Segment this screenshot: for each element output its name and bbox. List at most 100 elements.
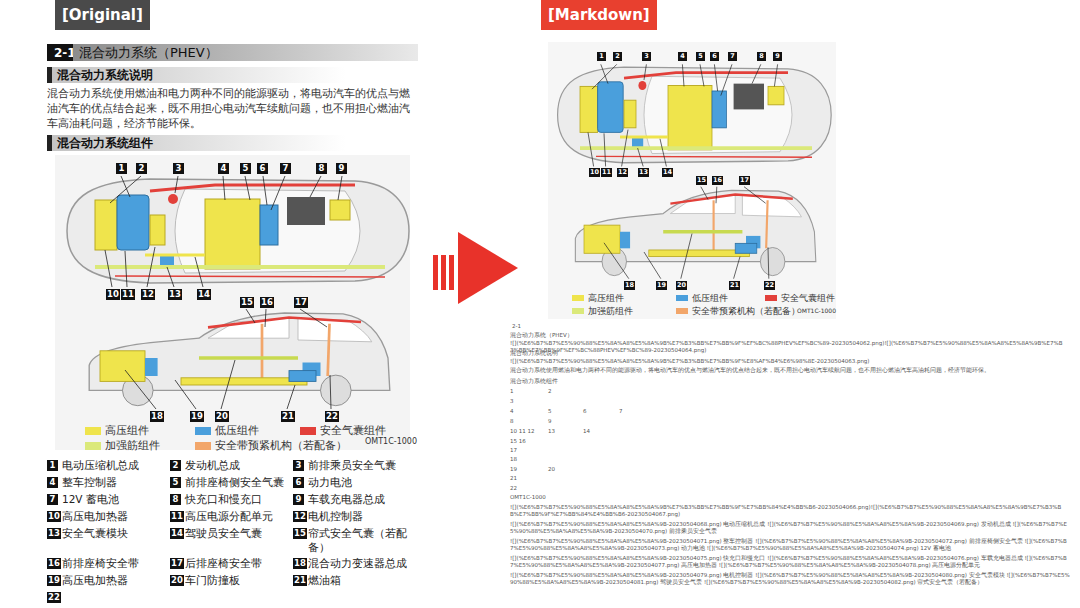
callout-number: 14 bbox=[170, 528, 184, 539]
legend-text: 安全带预紧机构（若配备） bbox=[215, 438, 347, 453]
callout-number: 9 bbox=[293, 494, 304, 505]
markdown-text: 22 bbox=[510, 485, 517, 492]
callout-number: 15 bbox=[240, 297, 254, 308]
legend-text: 高压组件 bbox=[588, 292, 624, 305]
callout-number: 11 bbox=[170, 511, 184, 522]
callout-number: 15 bbox=[696, 176, 707, 185]
markdown-text: 17 bbox=[510, 447, 517, 454]
markdown-text: 19 bbox=[510, 466, 517, 473]
markdown-text: ![](%E6%B7%B7%E5%90%88%E5%8A%A8%E5%8A%9B… bbox=[510, 340, 1070, 354]
part-name: 驾驶员安全气囊 bbox=[185, 526, 290, 540]
callout-number: 21 bbox=[281, 411, 295, 422]
markdown-text: 2-1 bbox=[512, 323, 521, 330]
callout-number: 8 bbox=[170, 494, 181, 505]
callout-number: 13 bbox=[638, 168, 649, 177]
part-name: 高压电加热器 bbox=[62, 509, 167, 523]
markdown-text: 14 bbox=[583, 428, 590, 435]
section-heading: 混合动力系统说明 bbox=[47, 67, 419, 83]
callout-number: 12 bbox=[617, 168, 628, 177]
part-name: 混合动力变速器总成 bbox=[308, 556, 413, 570]
callout-number: 15 bbox=[293, 528, 307, 539]
legend-text: 高压组件 bbox=[105, 423, 149, 438]
markdown-text: 21 bbox=[510, 475, 517, 482]
callout-number: 7 bbox=[280, 163, 291, 174]
chapter-title: 混合动力系统（PHEV） bbox=[73, 44, 418, 61]
callout-number: 18 bbox=[293, 558, 307, 569]
markdown-text: 18 bbox=[510, 456, 517, 463]
markdown-text: 10 11 12 bbox=[510, 428, 535, 435]
markdown-text: 2 bbox=[548, 388, 552, 395]
part-name: 前排乘员安全气囊 bbox=[308, 458, 413, 472]
markdown-text: 4 bbox=[510, 408, 514, 415]
callout-number: 5 bbox=[240, 163, 251, 174]
part-name: 电动压缩机总成 bbox=[62, 458, 167, 472]
part-name: 发动机总成 bbox=[185, 458, 290, 472]
legend-swatch bbox=[85, 442, 101, 450]
body-text: 混合动力系统使用燃油和电力两种不同的能源驱动，将电动汽车的优点与燃油汽车的优点结… bbox=[47, 86, 419, 131]
callout-number: 19 bbox=[47, 575, 61, 586]
callout-number: 14 bbox=[197, 289, 211, 300]
callout-number: 12 bbox=[293, 511, 307, 522]
markdown-text: 1 bbox=[510, 388, 514, 395]
legend-swatch bbox=[572, 295, 584, 301]
legend-swatch bbox=[765, 295, 777, 301]
callout-number: 20 bbox=[676, 281, 687, 290]
markdown-text: 混合动力系统说明 bbox=[510, 350, 558, 357]
callout-number: 8 bbox=[757, 52, 766, 61]
callout-number: 14 bbox=[662, 168, 673, 177]
markdown-text: 20 bbox=[548, 466, 555, 473]
node-text: [Original] bbox=[62, 6, 143, 24]
markdown-text: ![](%E6%B7%B7%E5%90%88%E5%8A%A8%E5%8A%9B… bbox=[510, 572, 1070, 586]
callout-number: 20 bbox=[215, 411, 229, 422]
callout-number: 9 bbox=[336, 163, 347, 174]
callout-number: 7 bbox=[728, 52, 737, 61]
callout-number: 12 bbox=[141, 289, 155, 300]
part-name: 车门防撞板 bbox=[185, 573, 290, 587]
markdown-text: 6 bbox=[583, 408, 587, 415]
callout-number: 11 bbox=[601, 168, 612, 177]
part-name: 后排座椅安全带 bbox=[185, 556, 290, 570]
callout-number: 1 bbox=[47, 460, 58, 471]
callout-number: 6 bbox=[293, 477, 304, 488]
node-text: [Markdown] bbox=[548, 6, 650, 24]
callout-number: 10 bbox=[47, 511, 61, 522]
markdown-text: ![](%E6%B7%B7%E5%90%88%E5%8A%A8%E5%8A%9B… bbox=[510, 538, 1070, 552]
markdown-text: 混合动力系统组件 bbox=[510, 378, 558, 385]
callout-number: 10 bbox=[589, 168, 600, 177]
callout-number: 2 bbox=[613, 52, 622, 61]
callout-number: 5 bbox=[696, 52, 705, 61]
markdown-text: 5 bbox=[548, 408, 552, 415]
node-text: 混合动力系统说明 bbox=[57, 67, 153, 84]
callout-number: 9 bbox=[773, 52, 782, 61]
part-name: 帘式安全气囊（若配备） bbox=[308, 526, 413, 554]
markdown-text: ![](%E6%B7%B7%E5%90%88%E5%8A%A8%E5%8A%9B… bbox=[510, 521, 1070, 535]
callout-number: 3 bbox=[642, 52, 651, 61]
markdown-text: 8 bbox=[510, 418, 514, 425]
markdown-text: 3 bbox=[510, 398, 514, 405]
legend-text: 加强筋组件 bbox=[105, 438, 160, 453]
callout-number: 21 bbox=[729, 281, 740, 290]
legend-text: 加强筋组件 bbox=[588, 305, 633, 318]
callout-number: 22 bbox=[47, 592, 61, 603]
markdown-text: ![](%E6%B7%B7%E5%90%88%E5%8A%A8%E5%8A%9B… bbox=[510, 358, 1070, 365]
part-name: 高压电加热器 bbox=[62, 573, 167, 587]
legend-swatch bbox=[572, 308, 584, 314]
markdown-text: OMT1C-1000 bbox=[510, 494, 546, 501]
section-heading: 混合动力系统组件 bbox=[47, 135, 419, 151]
callout-number: 3 bbox=[173, 163, 184, 174]
node-text: 混合动力系统（PHEV） bbox=[79, 44, 218, 62]
callout-number: 22 bbox=[325, 411, 339, 422]
legend-text: 低压组件 bbox=[692, 292, 728, 305]
part-name: 前排座椅安全带 bbox=[62, 556, 167, 570]
markdown-text: ![](%E6%B7%B7%E5%90%88%E5%8A%A8%E5%8A%9B… bbox=[510, 555, 1070, 569]
callout-number: 4 bbox=[218, 163, 229, 174]
legend-swatch bbox=[676, 308, 688, 314]
callout-number: 13 bbox=[168, 289, 182, 300]
callout-number: 19 bbox=[190, 411, 204, 422]
part-name: 前排座椅侧安全气囊 bbox=[185, 475, 290, 489]
part-name: 安全气囊模块 bbox=[62, 526, 167, 540]
callout-number: 17 bbox=[294, 297, 308, 308]
callout-number: 11 bbox=[121, 289, 135, 300]
callout-number: 5 bbox=[170, 477, 181, 488]
